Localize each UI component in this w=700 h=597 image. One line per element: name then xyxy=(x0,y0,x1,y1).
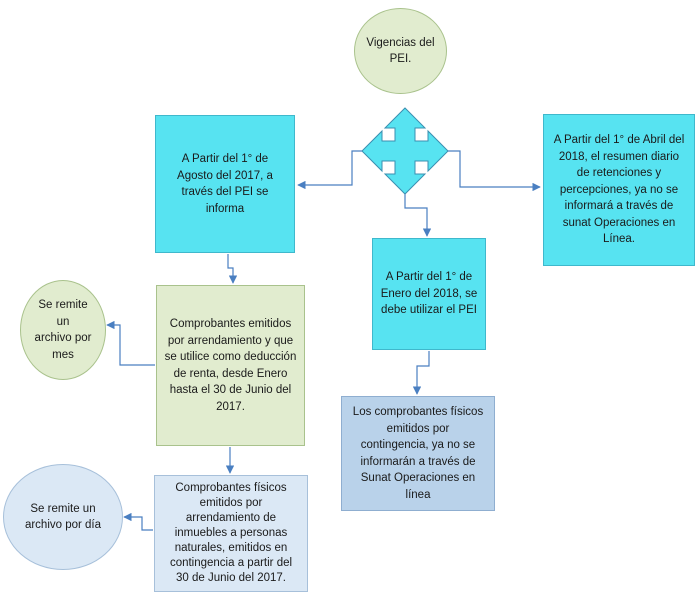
arrendamiento-renta-text: Comprobantes emitidos por arrendamiento … xyxy=(164,318,297,413)
archivo-dia-circle: Se remite un archivo por día xyxy=(3,464,123,570)
arrendamiento-renta-box: Comprobantes emitidos por arrendamiento … xyxy=(156,285,305,446)
archivo-dia-text: Se remite un archivo por día xyxy=(24,502,102,532)
enero-2018-box: A Partir del 1° de Enero del 2018, se de… xyxy=(372,238,486,350)
arrow-quad-to-enero xyxy=(404,194,432,237)
arrow-agosto-to-arrendamiento xyxy=(227,254,238,284)
arrow-quad-to-agosto xyxy=(297,150,362,190)
fisicos-contingencia-box: Los comprobantes físicos emitidos por co… xyxy=(341,396,495,511)
arrow-arrendamiento-to-mes xyxy=(106,320,155,366)
fisicos-contingencia-text: Los comprobantes físicos emitidos por co… xyxy=(352,406,484,501)
arrow-fisicos-to-dia xyxy=(123,512,153,531)
quad-arrow-icon xyxy=(361,107,449,195)
archivo-mes-text: Se remite un archivo por mes xyxy=(34,299,92,361)
agosto-2017-text: A Partir del 1° de Agosto del 2017, a tr… xyxy=(177,153,273,215)
arrow-quad-to-abril xyxy=(448,150,541,192)
vigencias-text: Vigencias del PEI. xyxy=(366,36,435,66)
fisicos-arrendamiento-box: Comprobantes físicos emitidos por arrend… xyxy=(154,475,308,592)
fisicos-arrendamiento-text: Comprobantes físicos emitidos por arrend… xyxy=(169,482,293,584)
agosto-2017-box: A Partir del 1° de Agosto del 2017, a tr… xyxy=(155,115,295,253)
abril-2018-box: A Partir del 1° de Abril del 2018, el re… xyxy=(543,114,695,266)
arrow-enero-to-contingencia xyxy=(412,351,430,395)
enero-2018-text: A Partir del 1° de Enero del 2018, se de… xyxy=(380,271,478,317)
vigencias-circle: Vigencias del PEI. xyxy=(354,8,447,94)
archivo-mes-circle: Se remite un archivo por mes xyxy=(20,280,106,380)
abril-2018-text: A Partir del 1° de Abril del 2018, el re… xyxy=(553,134,685,246)
